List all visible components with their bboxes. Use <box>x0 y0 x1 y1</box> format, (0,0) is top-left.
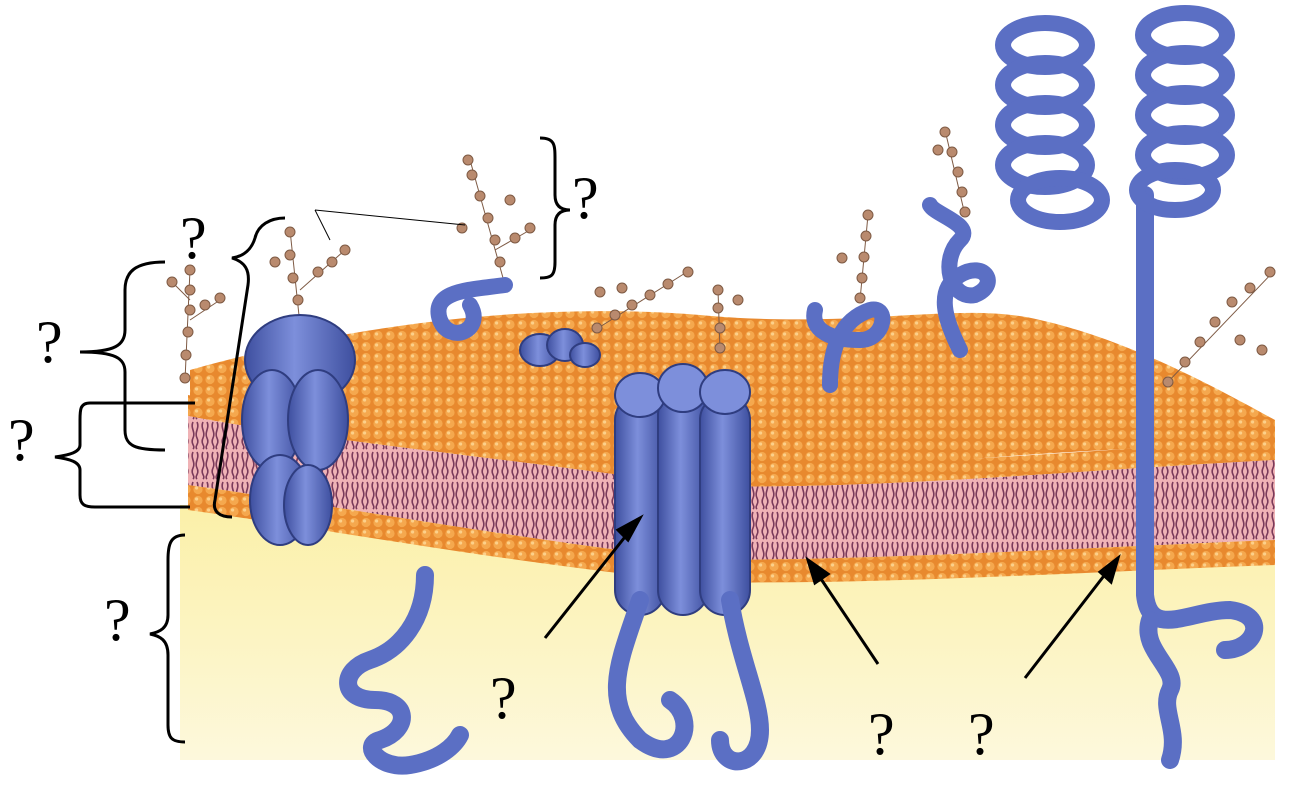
brace-bilayer <box>80 262 165 450</box>
label-integral-protein: ? <box>490 665 517 731</box>
label-transmembrane-protein: ? <box>968 701 995 767</box>
label-glycoprotein: ? <box>180 205 207 271</box>
label-hydrophobic-core: ? <box>8 407 35 473</box>
brace-cytoplasm <box>150 535 185 742</box>
sugar-chain-top <box>457 155 535 288</box>
sugar-chain-glycoprotein <box>270 227 350 327</box>
sugar-chain-far-right <box>1163 267 1275 387</box>
sugar-chain-right1 <box>837 210 873 303</box>
label-phospholipid-bilayer: ? <box>36 309 63 375</box>
label-carbohydrate-chain: ? <box>572 165 599 231</box>
brace-carbohydrate <box>540 138 570 278</box>
label-cytoplasm: ? <box>104 587 131 653</box>
label-phospholipid: ? <box>868 701 895 767</box>
